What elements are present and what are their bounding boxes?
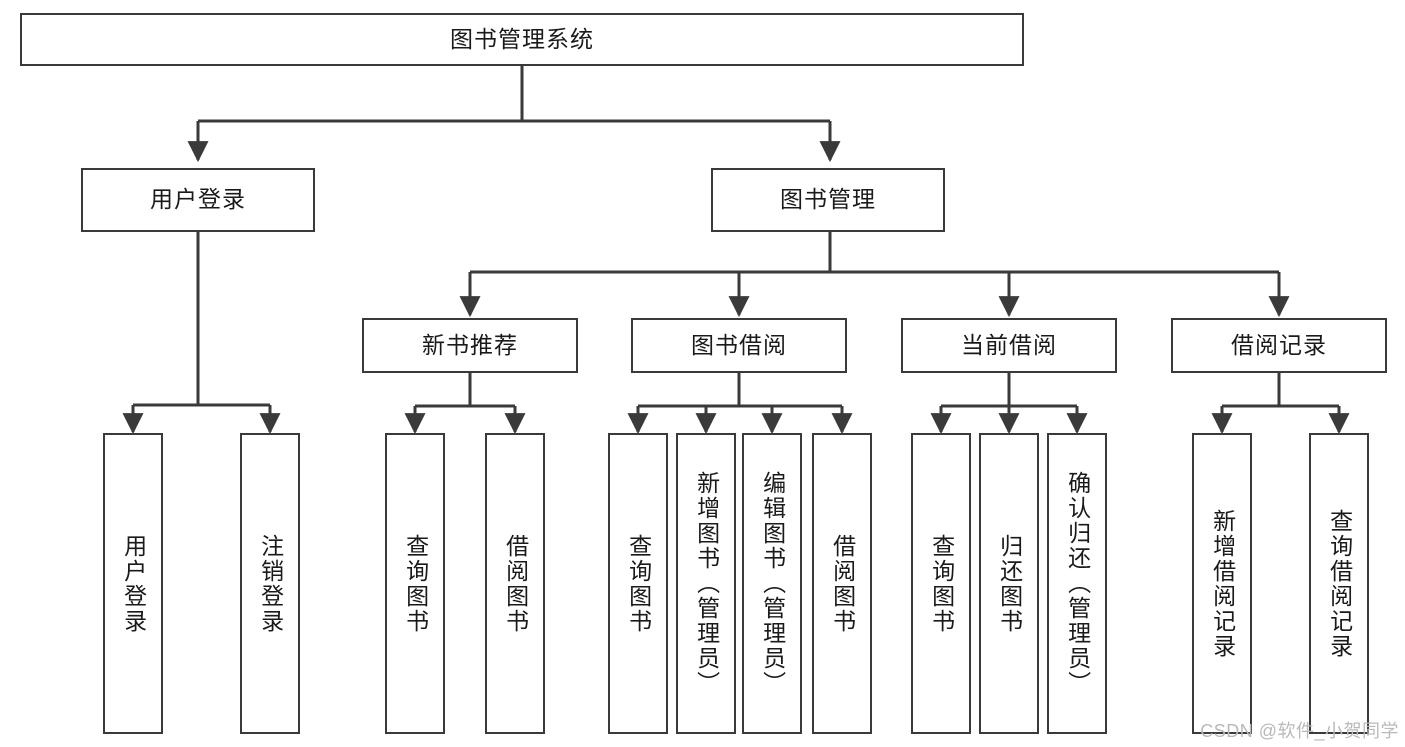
node-label: 图书管理 [780, 186, 876, 213]
leaf-user-login-login[interactable]: 用户登录 [103, 433, 163, 734]
node-label: 借阅记录 [1231, 331, 1327, 358]
node-label: 查询图书 [402, 533, 429, 634]
node-label: 新增图书（管理员） [693, 471, 720, 696]
node-label: 归还图书 [996, 533, 1023, 634]
node-label: 新增借阅记录 [1209, 508, 1236, 659]
leaf-new-book-borrow[interactable]: 借阅图书 [485, 433, 545, 734]
leaf-book-borrow-add[interactable]: 新增图书（管理员） [676, 433, 736, 734]
node-current-borrow[interactable]: 当前借阅 [901, 318, 1117, 373]
node-label: 查询图书 [928, 533, 955, 634]
node-label: 用户登录 [120, 533, 147, 634]
node-label: 查询图书 [625, 533, 652, 634]
node-label: 新书推荐 [422, 331, 518, 358]
leaf-current-borrow-query[interactable]: 查询图书 [911, 433, 971, 734]
leaf-borrow-record-add[interactable]: 新增借阅记录 [1192, 433, 1252, 734]
leaf-book-borrow-borrow[interactable]: 借阅图书 [812, 433, 872, 734]
node-label: 注销登录 [257, 533, 284, 634]
node-label: 图书管理系统 [450, 25, 594, 52]
leaf-new-book-query[interactable]: 查询图书 [385, 433, 445, 734]
leaf-current-borrow-return[interactable]: 归还图书 [979, 433, 1039, 734]
watermark-text: CSDN @软件_小贺同学 [1200, 721, 1399, 741]
node-label: 查询借阅记录 [1326, 508, 1353, 659]
node-label: 图书借阅 [691, 331, 787, 358]
node-label: 借阅图书 [502, 533, 529, 634]
node-book-management[interactable]: 图书管理 [711, 168, 945, 232]
node-label: 当前借阅 [961, 331, 1057, 358]
node-book-borrow[interactable]: 图书借阅 [631, 318, 847, 373]
node-new-book-recommend[interactable]: 新书推荐 [362, 318, 578, 373]
leaf-current-borrow-confirm-return[interactable]: 确认归还（管理员） [1047, 433, 1107, 734]
node-label: 借阅图书 [829, 533, 856, 634]
leaf-book-borrow-query[interactable]: 查询图书 [608, 433, 668, 734]
leaf-borrow-record-query[interactable]: 查询借阅记录 [1309, 433, 1369, 734]
node-borrow-record[interactable]: 借阅记录 [1171, 318, 1387, 373]
leaf-book-borrow-edit[interactable]: 编辑图书（管理员） [742, 433, 802, 734]
node-root-system[interactable]: 图书管理系统 [20, 13, 1024, 66]
leaf-user-login-logout[interactable]: 注销登录 [240, 433, 300, 734]
node-user-login[interactable]: 用户登录 [81, 168, 315, 232]
node-label: 确认归还（管理员） [1064, 471, 1091, 696]
node-label: 编辑图书（管理员） [759, 471, 786, 696]
node-label: 用户登录 [150, 186, 246, 213]
